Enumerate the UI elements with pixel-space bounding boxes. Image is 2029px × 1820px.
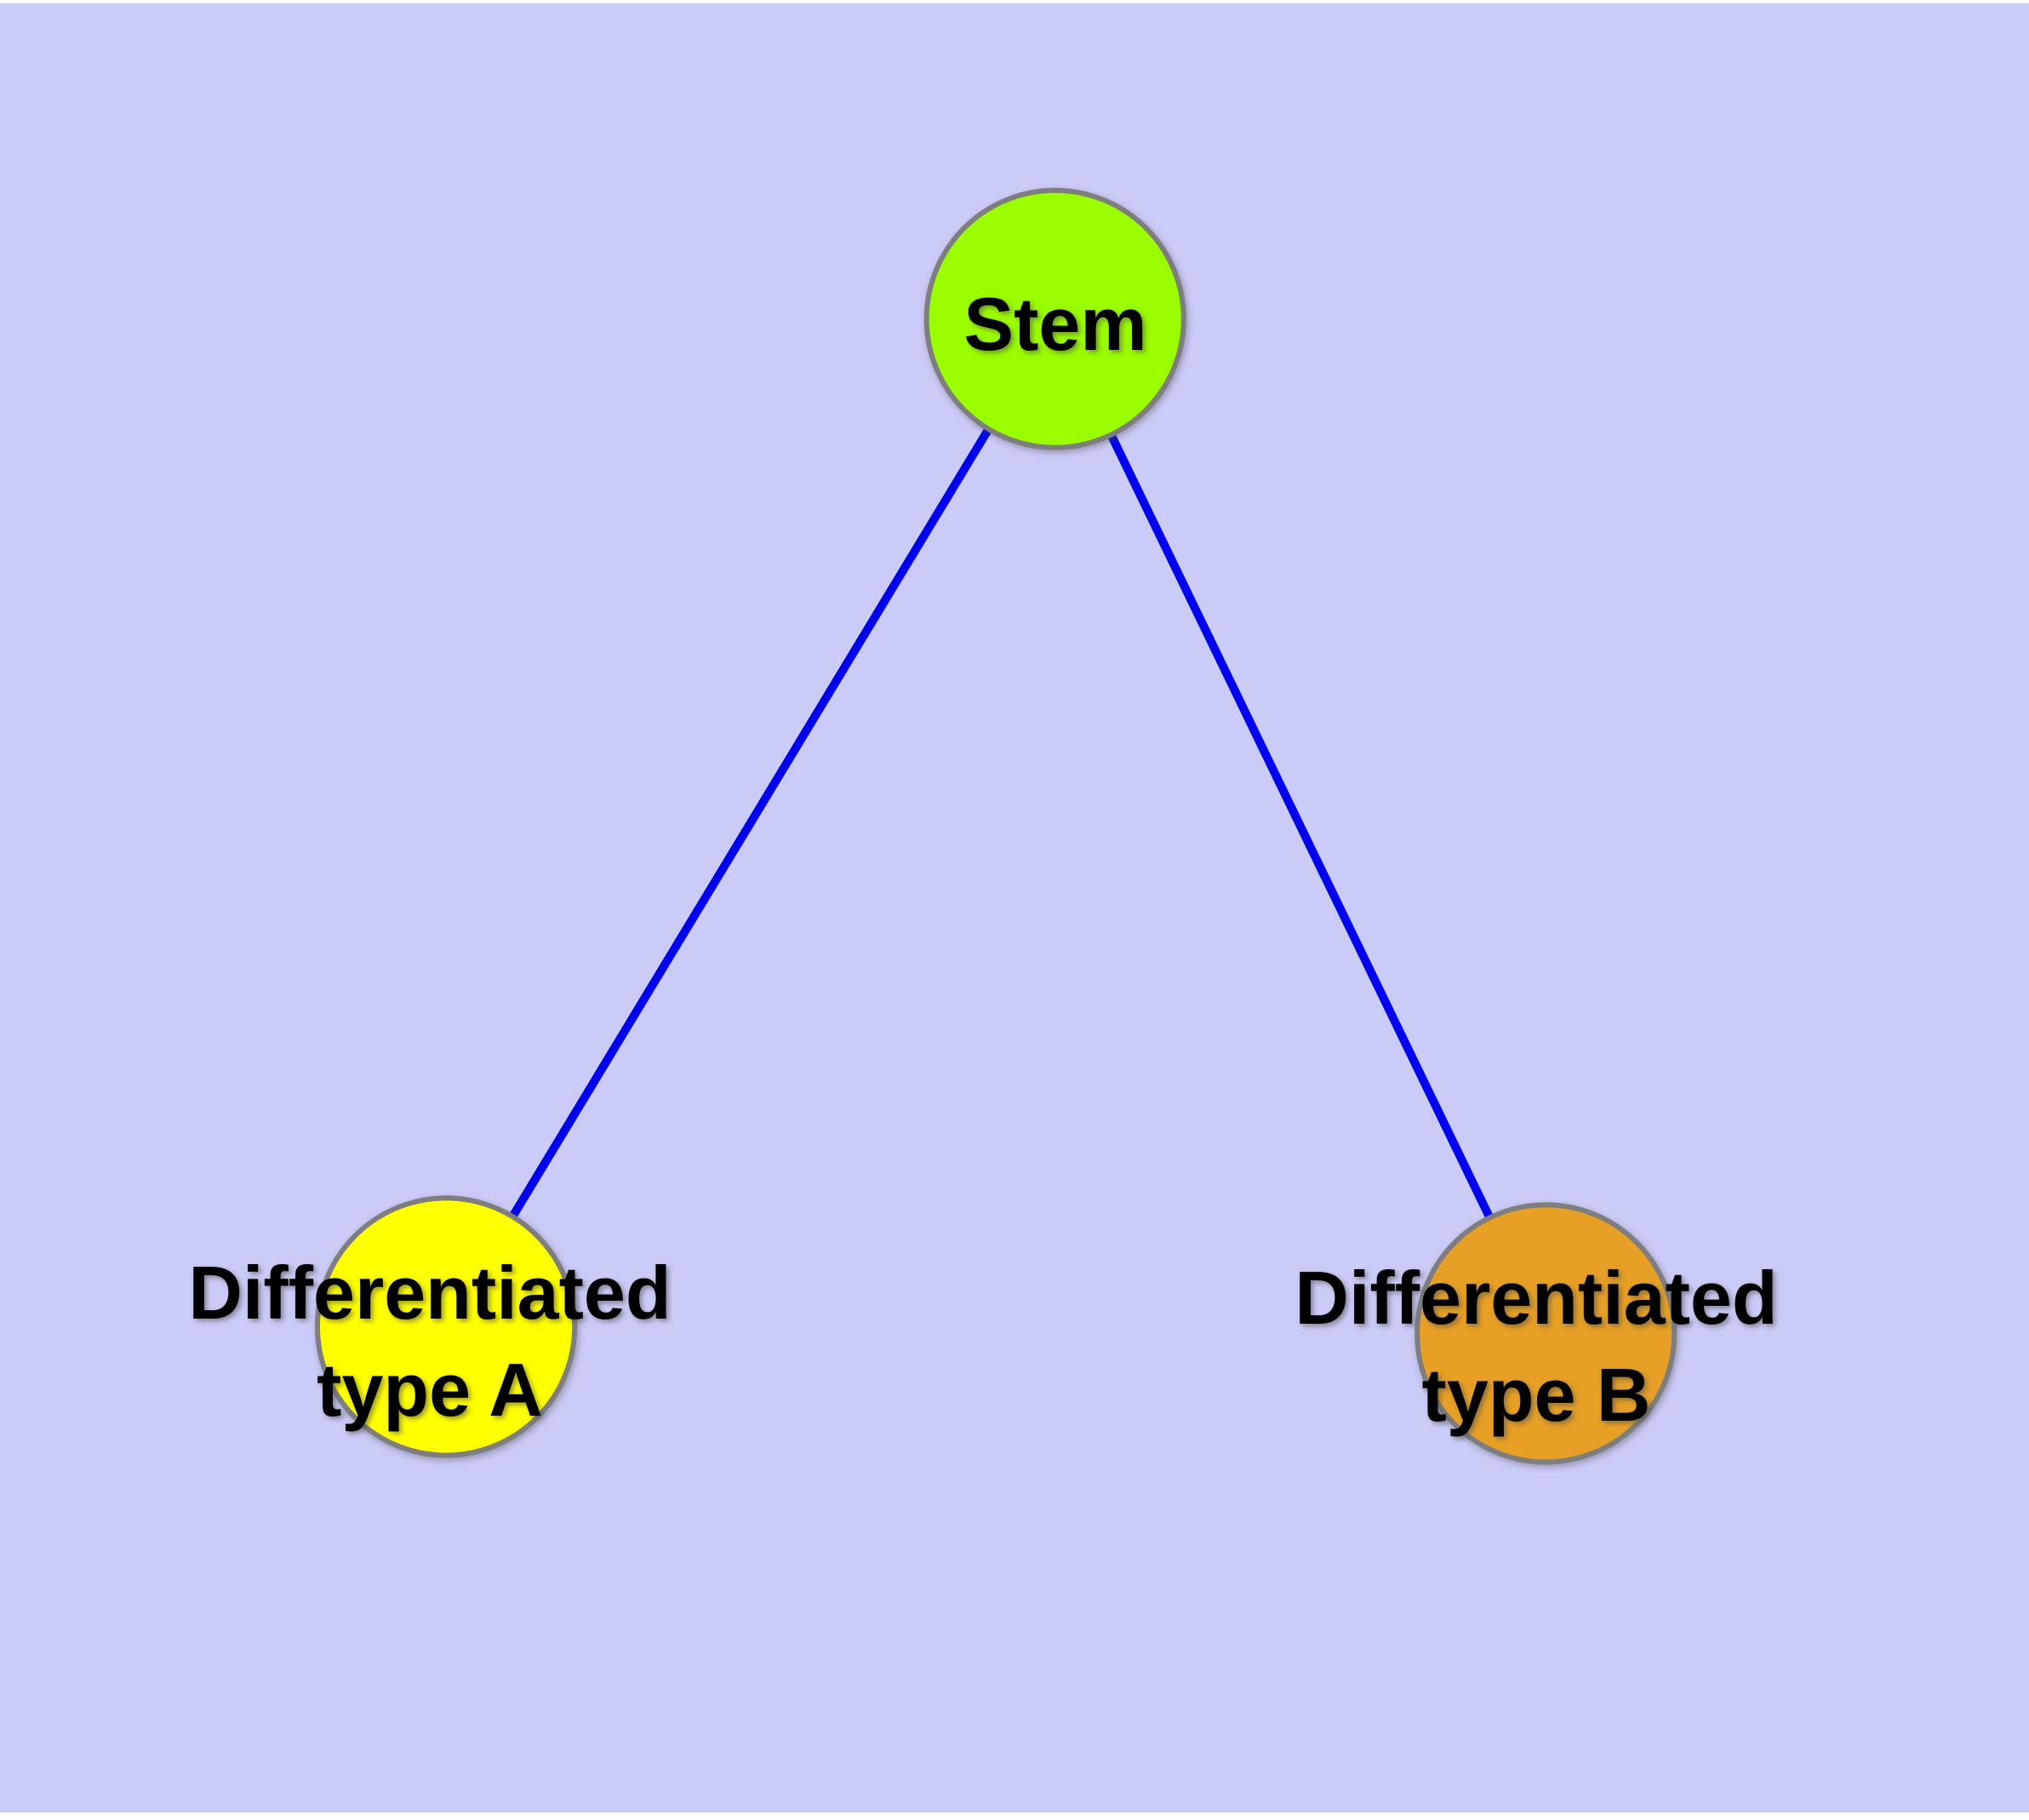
node-type-b-label: Differentiated type B (1295, 1250, 1777, 1444)
node-stem-circle (923, 187, 1186, 450)
node-type-b-label-line1: Differentiated (1295, 1256, 1778, 1340)
node-stem-label-text: Stem (963, 282, 1147, 366)
node-type-a-label-line1: Differentiated (188, 1251, 672, 1335)
node-type-a-label: Differentiated type A (188, 1245, 671, 1439)
node-type-a-circle (315, 1195, 578, 1458)
diagram-canvas: Stem Differentiated type A Differentiate… (0, 3, 2029, 1812)
node-type-a-label-line2: type A (317, 1348, 543, 1432)
node-type-b-circle (1415, 1202, 1677, 1465)
node-stem-label: Stem (963, 276, 1146, 373)
edge-stem-to-type-b (1051, 317, 1550, 1336)
node-type-b-label-line2: type B (1421, 1353, 1651, 1437)
edge-stem-to-type-a (442, 317, 1059, 1330)
graph-svg (315, 187, 1677, 1465)
